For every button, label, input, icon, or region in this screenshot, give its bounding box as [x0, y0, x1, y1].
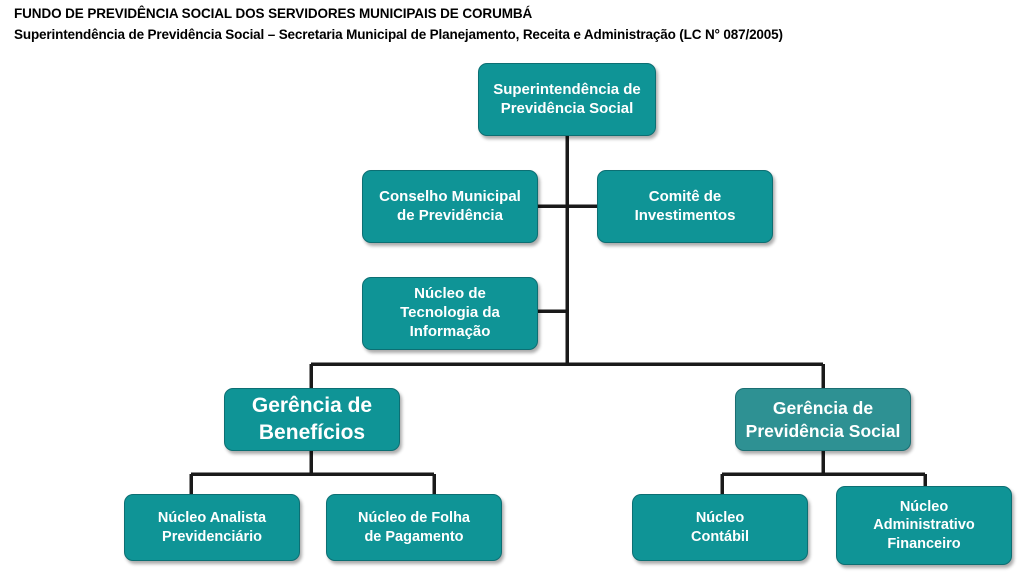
chart-header: FUNDO DE PREVIDÊNCIA SOCIAL DOS SERVIDOR… — [14, 4, 1014, 45]
node-nucleo-folha-pagamento[interactable]: Núcleo de Folha de Pagamento — [326, 494, 502, 561]
node-label: Gerência de Benefícios — [251, 394, 373, 444]
node-label: Conselho Municipal de Previdência — [379, 187, 521, 224]
node-label: Núcleo de Tecnologia da Informação — [400, 285, 500, 340]
node-nucleo-contabil[interactable]: Núcleo Contábil — [632, 494, 808, 561]
chart-subtitle: Superintendência de Previdência Social –… — [14, 27, 783, 42]
node-nucleo-analista-previdenciario[interactable]: Núcleo Analista Previdenciário — [124, 494, 300, 561]
node-gerencia-beneficios[interactable]: Gerência de Benefícios — [224, 388, 400, 451]
node-label: Superintendência de Previdência Social — [493, 80, 641, 117]
node-conselho-municipal-previdencia[interactable]: Conselho Municipal de Previdência — [362, 170, 538, 243]
node-label: Núcleo Analista Previdenciário — [157, 510, 267, 545]
node-gerencia-previdencia-social[interactable]: Gerência de Previdência Social — [735, 388, 911, 451]
node-comite-investimentos[interactable]: Comitê de Investimentos — [597, 170, 773, 243]
node-nucleo-tecnologia-informacao[interactable]: Núcleo de Tecnologia da Informação — [362, 277, 538, 350]
node-superintendencia-previdencia-social[interactable]: Superintendência de Previdência Social — [478, 63, 656, 136]
node-label: Núcleo de Folha de Pagamento — [358, 510, 470, 545]
node-label: Núcleo Administrativo Financeiro — [873, 499, 975, 552]
node-label: Gerência de Previdência Social — [745, 398, 901, 441]
node-label: Núcleo Contábil — [691, 510, 749, 545]
chart-title: FUNDO DE PREVIDÊNCIA SOCIAL DOS SERVIDOR… — [14, 6, 533, 21]
node-nucleo-administrativo-financeiro[interactable]: Núcleo Administrativo Financeiro — [836, 486, 1012, 565]
node-label: Comitê de Investimentos — [634, 187, 736, 224]
